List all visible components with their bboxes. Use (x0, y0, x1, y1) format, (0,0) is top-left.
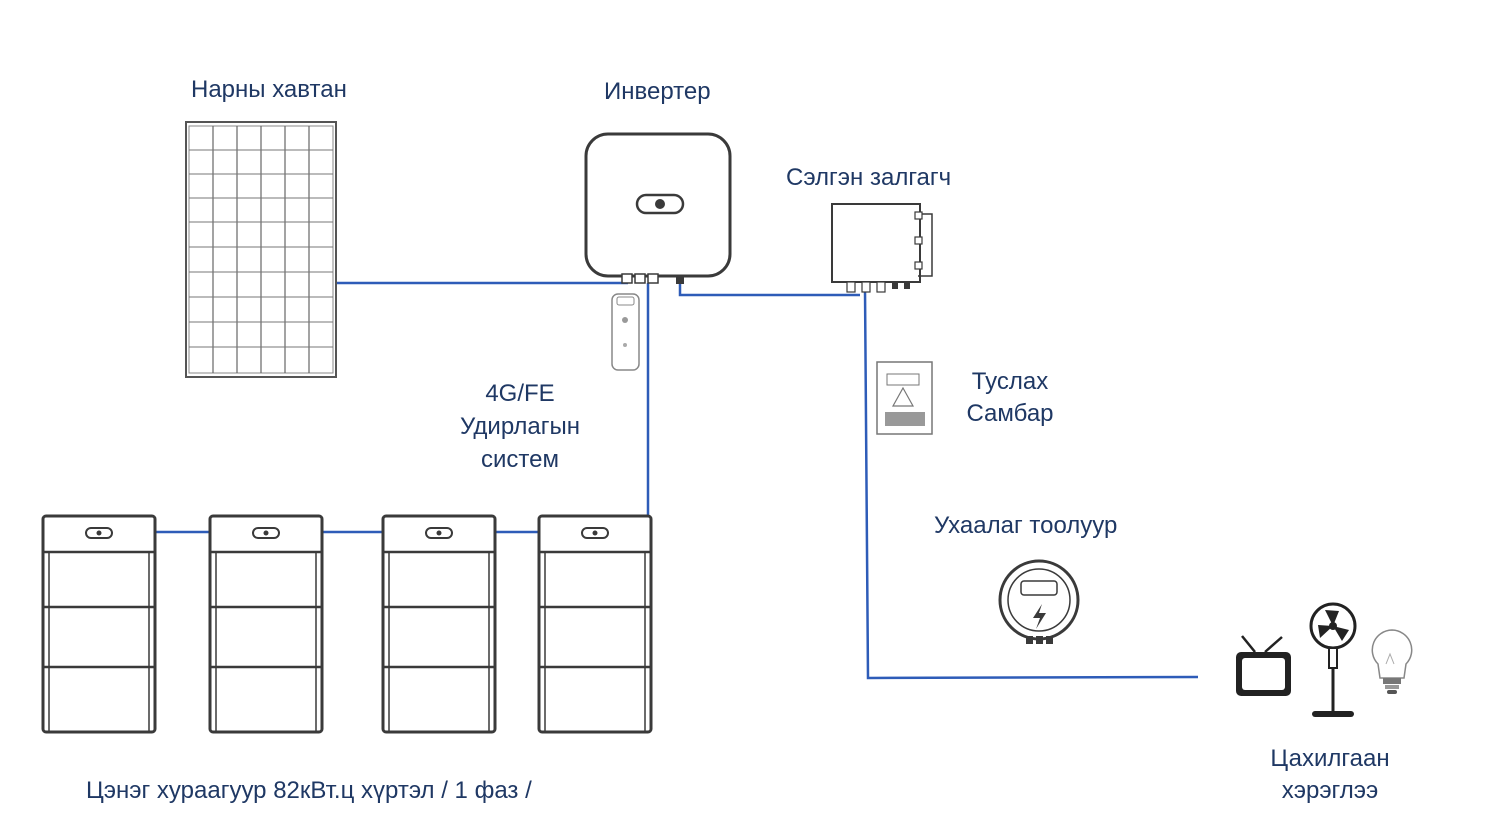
control-system-label-3: систем (481, 446, 559, 473)
wires (155, 281, 1199, 680)
dongle-icon (611, 293, 640, 371)
smart-meter-icon (998, 559, 1080, 644)
aux-panel-icon (876, 361, 933, 435)
aux-panel-label-2: Самбар (966, 400, 1054, 427)
inverter-icon (584, 132, 732, 284)
battery-icon (381, 514, 497, 734)
battery-label: Цэнэг хураагуур 82кВт.ц хүртэл / 1 фаз / (86, 777, 532, 804)
solar-panel-label: Нарны хавтан (191, 76, 347, 103)
inverter-label: Инвертер (604, 78, 711, 105)
control-system-label-1: 4G/FE (485, 380, 555, 407)
fan-icon (1309, 602, 1357, 717)
control-system-label-2: Удирлагын (460, 413, 580, 440)
wire-switch-loads (863, 289, 1199, 680)
battery-group (41, 514, 653, 734)
bulb-icon (1371, 629, 1413, 694)
solar-panel-icon (185, 121, 337, 378)
wire-inverter-switch (678, 283, 860, 297)
backup-switch-label: Сэлгэн залгагч (786, 164, 952, 191)
battery-icon (537, 514, 653, 734)
aux-panel-label-1: Туслах (971, 368, 1049, 395)
backup-switch-icon (831, 203, 933, 293)
appliances-label-2: хэрэглээ (1281, 777, 1379, 804)
tv-icon (1236, 635, 1291, 696)
smart-meter-label: Ухаалаг тоолуур (934, 512, 1118, 539)
battery-icon (41, 514, 157, 734)
appliances-label-1: Цахилгаан (1270, 745, 1390, 772)
battery-icon (208, 514, 324, 734)
